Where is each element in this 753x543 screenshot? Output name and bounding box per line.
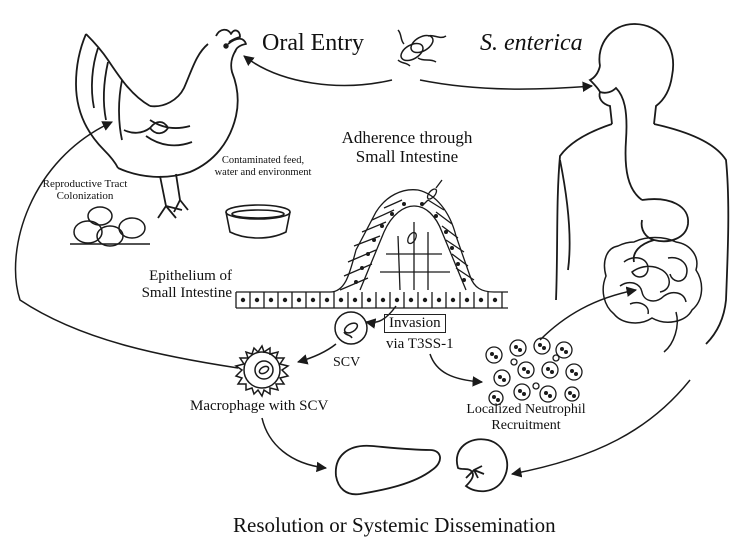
human-body-icon <box>556 24 728 344</box>
adherence-label: Adherence through Small Intestine <box>332 128 482 166</box>
reproductive-tract-label: Reproductive Tract Colonization <box>30 178 140 203</box>
neutrophil-label: Localized Neutrophil Recruitment <box>456 402 596 433</box>
epithelium-label: Epithelium of Small Intestine <box>114 268 232 302</box>
spleen-icon <box>457 439 507 491</box>
species-label: S. enterica <box>480 30 583 57</box>
scv-label: SCV <box>333 355 360 371</box>
t3ss-label: via T3SS-1 <box>386 336 454 353</box>
epithelium-villus <box>236 190 508 308</box>
feed-label: Contaminated feed, water and environment <box>213 155 313 179</box>
resolution-label: Resolution or Systemic Dissemination <box>233 514 556 538</box>
scv-vacuole-icon <box>335 312 367 344</box>
bowl-icon <box>226 205 290 238</box>
egg-icon <box>70 207 150 246</box>
bacteria-icon <box>398 30 446 66</box>
invasion-label: Invasion <box>384 314 446 333</box>
oral-entry-label: Oral Entry <box>262 30 364 57</box>
macrophage-label: Macrophage with SCV <box>190 398 328 415</box>
neutrophil-icon <box>486 338 582 405</box>
liver-icon <box>336 446 440 495</box>
macrophage-icon <box>236 346 288 396</box>
